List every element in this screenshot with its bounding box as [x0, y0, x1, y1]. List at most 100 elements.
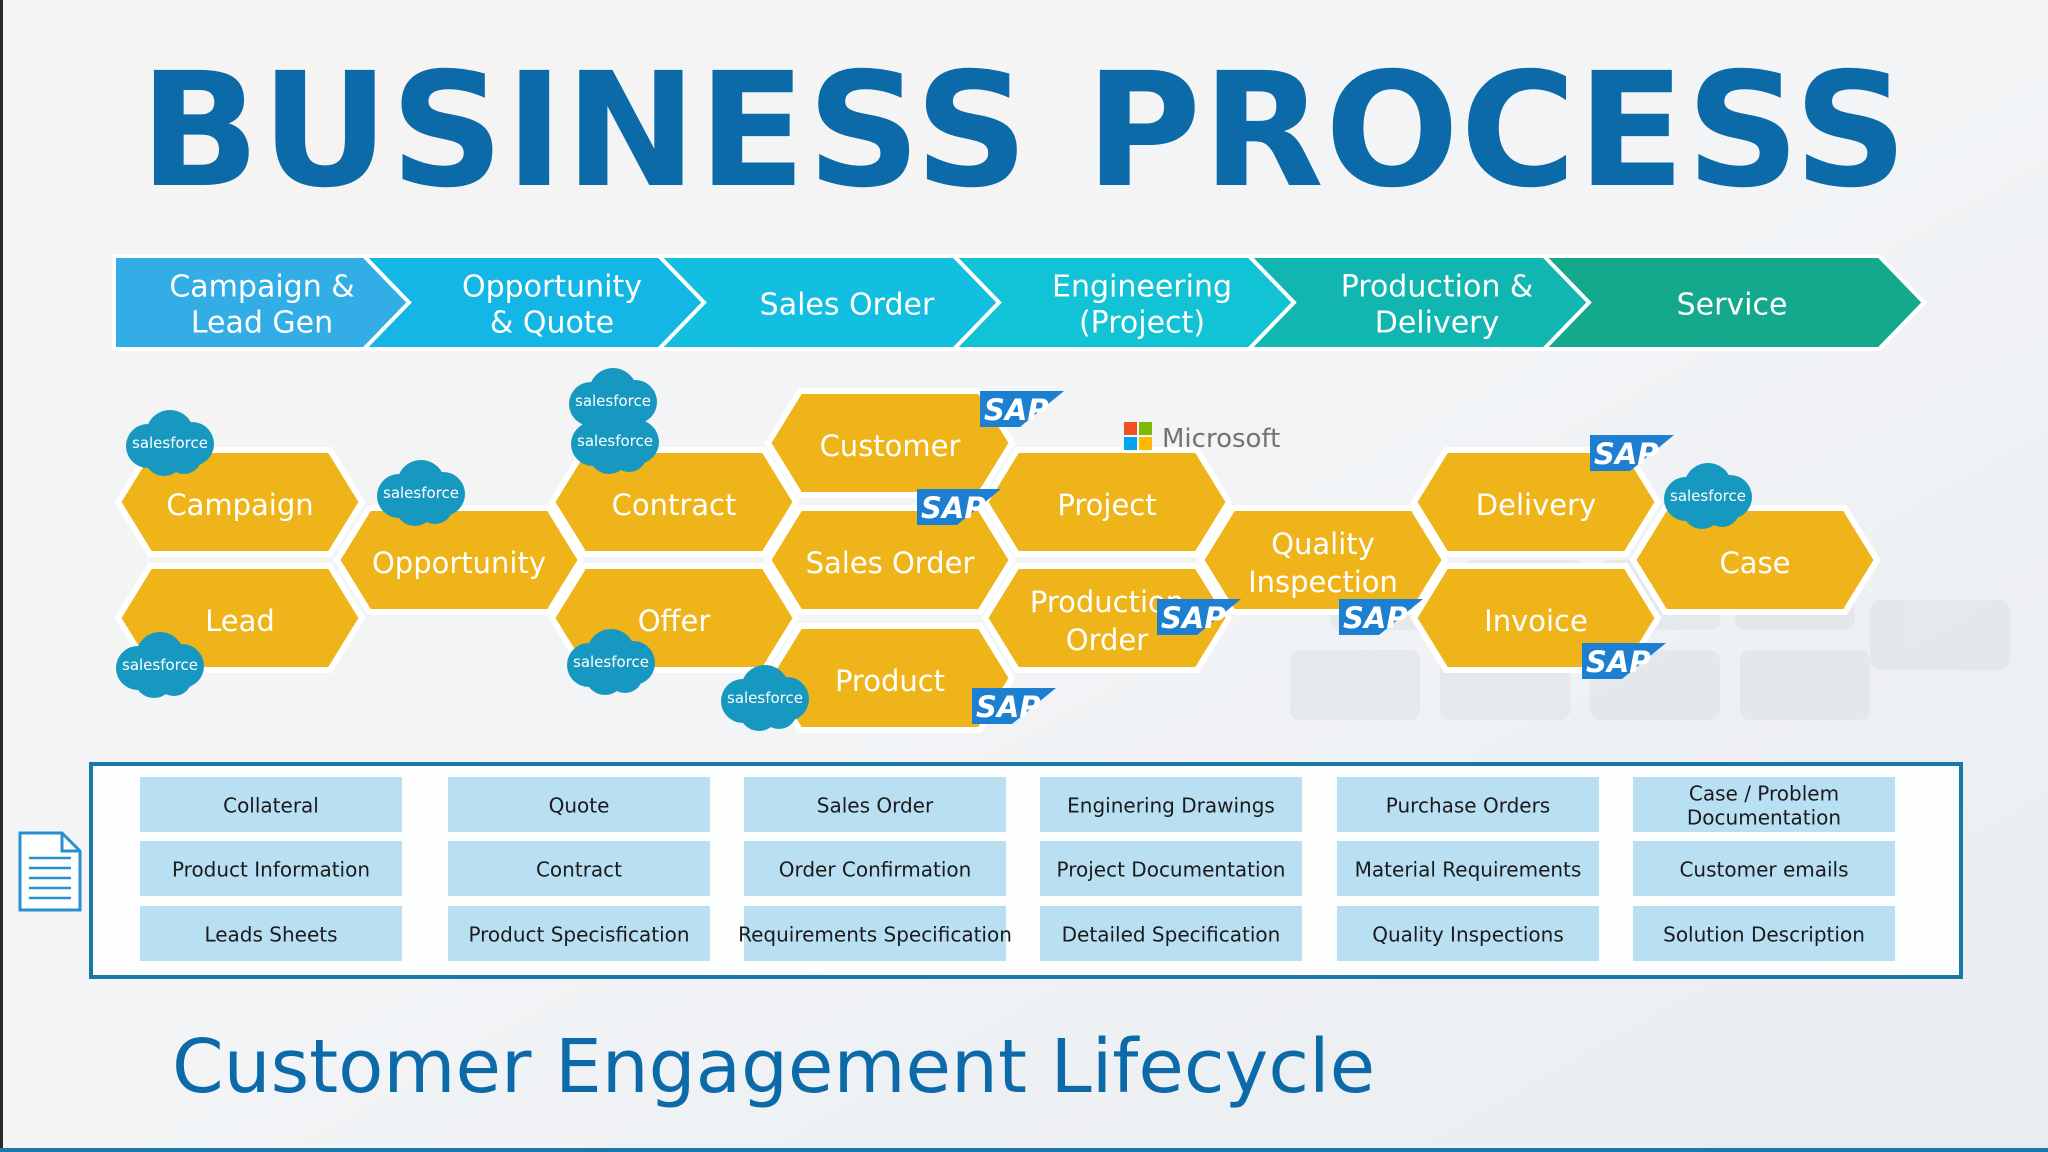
node-hexagon	[764, 623, 1016, 733]
document-leads-sheets: Leads Sheets	[140, 906, 402, 961]
document-cell	[744, 777, 1006, 832]
salesforce-logo-text: salesforce	[132, 434, 208, 452]
document-label: Product Specisfication	[468, 923, 689, 947]
salesforce-logo-text: salesforce	[383, 484, 459, 502]
page-title: BUSINESS PROCESS	[139, 39, 1909, 223]
document-sales-order: Sales Order	[744, 777, 1006, 832]
stage-label: Engineering(Project)	[1052, 270, 1232, 341]
document-cell	[1337, 777, 1599, 832]
node-hexagon	[981, 447, 1233, 557]
salesforce-logo: salesforce	[571, 408, 659, 474]
document-label: Enginering Drawings	[1067, 794, 1275, 818]
sap-logo: SAP	[1582, 643, 1666, 679]
stage-service: Service	[1539, 254, 1927, 351]
node-product: Product	[764, 623, 1016, 733]
node-customer: Customer	[764, 388, 1016, 498]
document-label: Quality Inspections	[1372, 923, 1564, 947]
document-cell	[1040, 841, 1302, 896]
salesforce-logo: salesforce	[1664, 463, 1752, 529]
system-logos: salesforcesalesforcesalesforcesalesforce…	[116, 368, 1752, 731]
node-project: Project	[981, 447, 1233, 557]
document-cell	[1633, 777, 1895, 832]
document-label: Order Confirmation	[779, 858, 972, 882]
document-cell	[1633, 906, 1895, 961]
stage-label: Opportunity& Quote	[462, 270, 642, 341]
stage-label: Service	[1677, 288, 1788, 323]
document-label: Detailed Specification	[1062, 923, 1281, 947]
document-label: Customer emails	[1679, 858, 1848, 882]
sap-logo-text: SAP	[921, 491, 986, 525]
node-label: Project	[1057, 488, 1156, 522]
sap-logo-text: SAP	[1343, 601, 1408, 635]
document-cell	[744, 906, 1006, 961]
node-label: Offer	[638, 604, 711, 638]
document-requirements-specification: Requirements Specification	[738, 906, 1012, 961]
lifecycle-subtitle: Customer Engagement Lifecycle	[172, 1024, 1376, 1110]
document-project-documentation: Project Documentation	[1040, 841, 1302, 896]
document-label: Collateral	[223, 794, 319, 818]
salesforce-logo-text: salesforce	[1670, 487, 1746, 505]
document-icon	[18, 831, 82, 912]
sap-logo: SAP	[972, 688, 1056, 724]
document-purchase-orders: Purchase Orders	[1337, 777, 1599, 832]
salesforce-logo: salesforce	[126, 410, 214, 476]
node-hexagon	[1629, 505, 1881, 615]
document-cell	[1040, 777, 1302, 832]
document-label: Contract	[536, 858, 622, 882]
node-sales-order: Sales Order	[764, 505, 1016, 615]
document-label: Material Requirements	[1355, 858, 1582, 882]
document-product-specisfication: Product Specisfication	[448, 906, 710, 961]
node-campaign: Campaign	[114, 447, 366, 557]
document-label: Purchase Orders	[1386, 794, 1550, 818]
document-cell	[448, 841, 710, 896]
document-cell	[1337, 841, 1599, 896]
sap-logo: SAP	[1339, 599, 1423, 635]
sap-logo-text: SAP	[984, 393, 1049, 427]
document-label: Project Documentation	[1057, 858, 1286, 882]
document-cell	[1633, 841, 1895, 896]
document-cell	[1337, 906, 1599, 961]
stage-label: Campaign &Lead Gen	[169, 270, 354, 341]
document-label: Solution Description	[1663, 923, 1865, 947]
document-label: Leads Sheets	[204, 923, 337, 947]
node-label: Case	[1720, 546, 1791, 580]
document-quote: Quote	[448, 777, 710, 832]
document-cell	[744, 841, 1006, 896]
document-label: Quote	[549, 794, 610, 818]
node-label: Customer	[820, 429, 961, 463]
document-cell	[1040, 906, 1302, 961]
node-delivery: Delivery	[1410, 447, 1662, 557]
document-label: Sales Order	[817, 794, 934, 818]
document-cell	[448, 906, 710, 961]
salesforce-logo-text: salesforce	[575, 392, 651, 410]
node-hexagon	[1197, 505, 1449, 615]
document-enginering-drawings: Enginering Drawings	[1040, 777, 1302, 832]
node-hexagon	[981, 563, 1233, 673]
sap-logo-text: SAP	[1161, 601, 1226, 635]
salesforce-logo: salesforce	[721, 665, 809, 731]
document-cell	[140, 906, 402, 961]
salesforce-logo: salesforce	[567, 629, 655, 695]
stage-label: Production &Delivery	[1341, 270, 1534, 341]
document-material-requirements: Material Requirements	[1337, 841, 1599, 896]
document-contract: Contract	[448, 841, 710, 896]
salesforce-logo-text: salesforce	[122, 656, 198, 674]
node-label: Invoice	[1484, 604, 1588, 638]
salesforce-logo-text: salesforce	[573, 653, 649, 671]
salesforce-logo: salesforce	[116, 632, 204, 698]
sap-logo-text: SAP	[976, 690, 1041, 724]
document-cell	[448, 777, 710, 832]
node-label: Product	[835, 664, 945, 698]
node-label: Opportunity	[372, 546, 546, 580]
node-label: Lead	[205, 604, 275, 638]
microsoft-logo-text: Microsoft	[1162, 424, 1280, 454]
document-label: Product Information	[172, 858, 370, 882]
sap-logo: SAP	[917, 489, 1001, 525]
document-collateral: Collateral	[140, 777, 402, 832]
document-cell	[140, 777, 402, 832]
sap-logo-text: SAP	[1594, 437, 1659, 471]
node-contract: Contract	[548, 447, 800, 557]
